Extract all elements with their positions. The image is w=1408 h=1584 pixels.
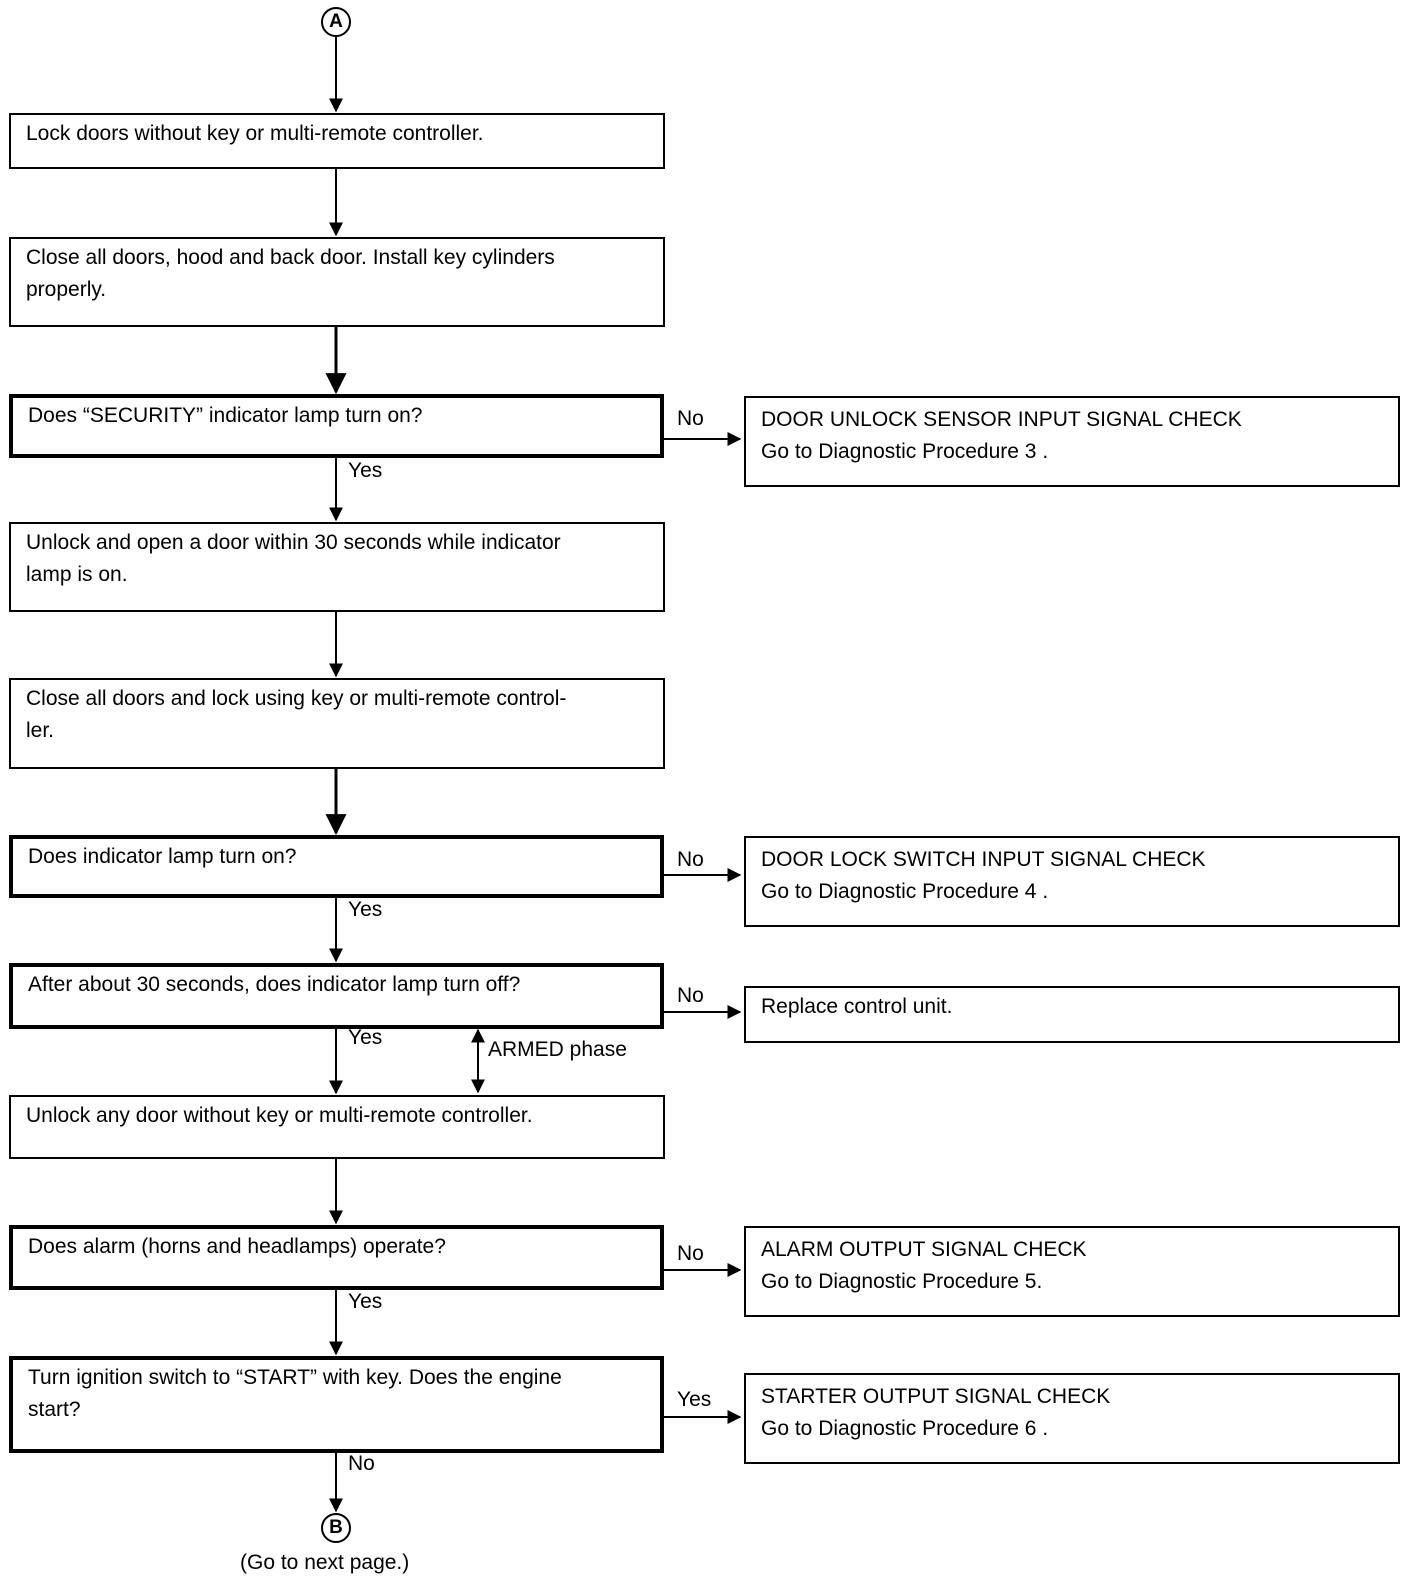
question-indicator-on: Does indicator lamp turn on? [9, 835, 664, 898]
no-label: No [677, 984, 704, 1007]
question-security-lamp: Does “SECURITY” indicator lamp turn on? [9, 394, 664, 458]
result-line: DOOR LOCK SWITCH INPUT SIGNAL CHECK [761, 848, 1206, 871]
step-close-and-lock: Close all doors and lock using key or mu… [9, 678, 665, 769]
step-lock-doors: Lock doors without key or multi-remote c… [9, 113, 665, 169]
result-line: Go to Diagnostic Procedure 3 . [761, 440, 1049, 463]
go-to-next-page-note: (Go to next page.) [240, 1551, 410, 1574]
no-label: No [677, 848, 704, 871]
step-line: Unlock any door without key or multi-rem… [26, 1104, 533, 1127]
result-door-lock-switch: DOOR LOCK SWITCH INPUT SIGNAL CHECK Go t… [744, 836, 1400, 927]
yes-label: Yes [348, 898, 383, 921]
step-line: Unlock and open a door within 30 seconds… [26, 531, 561, 554]
step-line: properly. [26, 278, 107, 301]
result-line: Go to Diagnostic Procedure 6 . [761, 1417, 1049, 1440]
connector-a: A [321, 7, 351, 37]
result-door-unlock-sensor: DOOR UNLOCK SENSOR INPUT SIGNAL CHECK Go… [744, 396, 1400, 487]
step-line: Close all doors and lock using key or mu… [26, 687, 567, 710]
result-replace-control-unit: Replace control unit. [744, 986, 1400, 1043]
result-alarm-output: ALARM OUTPUT SIGNAL CHECK Go to Diagnost… [744, 1226, 1400, 1317]
question-line: Does alarm (horns and headlamps) operate… [28, 1235, 446, 1258]
question-indicator-off: After about 30 seconds, does indicator l… [9, 963, 664, 1029]
step-unlock-any-door: Unlock any door without key or multi-rem… [9, 1095, 665, 1159]
step-line: ler. [26, 719, 55, 742]
result-line: Go to Diagnostic Procedure 4 . [761, 880, 1049, 903]
step-line: lamp is on. [26, 563, 128, 586]
question-engine-start: Turn ignition switch to “START” with key… [9, 1356, 664, 1453]
question-line: Does “SECURITY” indicator lamp turn on? [28, 404, 423, 427]
yes-label: Yes [348, 1026, 383, 1049]
result-line: DOOR UNLOCK SENSOR INPUT SIGNAL CHECK [761, 408, 1242, 431]
step-line: Close all doors, hood and back door. Ins… [26, 246, 555, 269]
result-line: Go to Diagnostic Procedure 5. [761, 1270, 1043, 1293]
no-label: No [677, 407, 704, 430]
question-line: Turn ignition switch to “START” with key… [28, 1366, 562, 1389]
question-line: start? [28, 1398, 81, 1421]
no-label: No [348, 1452, 375, 1475]
step-unlock-open-door: Unlock and open a door within 30 seconds… [9, 522, 665, 612]
armed-phase-label: ARMED phase [488, 1038, 627, 1061]
question-line: Does indicator lamp turn on? [28, 845, 297, 868]
step-close-doors: Close all doors, hood and back door. Ins… [9, 237, 665, 327]
yes-label: Yes [348, 459, 383, 482]
yes-label: Yes [677, 1388, 712, 1411]
result-line: Replace control unit. [761, 995, 953, 1018]
result-line: ALARM OUTPUT SIGNAL CHECK [761, 1238, 1087, 1261]
step-line: Lock doors without key or multi-remote c… [26, 122, 484, 145]
question-alarm-operate: Does alarm (horns and headlamps) operate… [9, 1225, 664, 1290]
yes-label: Yes [348, 1290, 383, 1313]
result-line: STARTER OUTPUT SIGNAL CHECK [761, 1385, 1111, 1408]
no-label: No [677, 1242, 704, 1265]
result-starter-output: STARTER OUTPUT SIGNAL CHECK Go to Diagno… [744, 1373, 1400, 1464]
question-line: After about 30 seconds, does indicator l… [28, 973, 521, 996]
connector-b: B [321, 1513, 351, 1543]
